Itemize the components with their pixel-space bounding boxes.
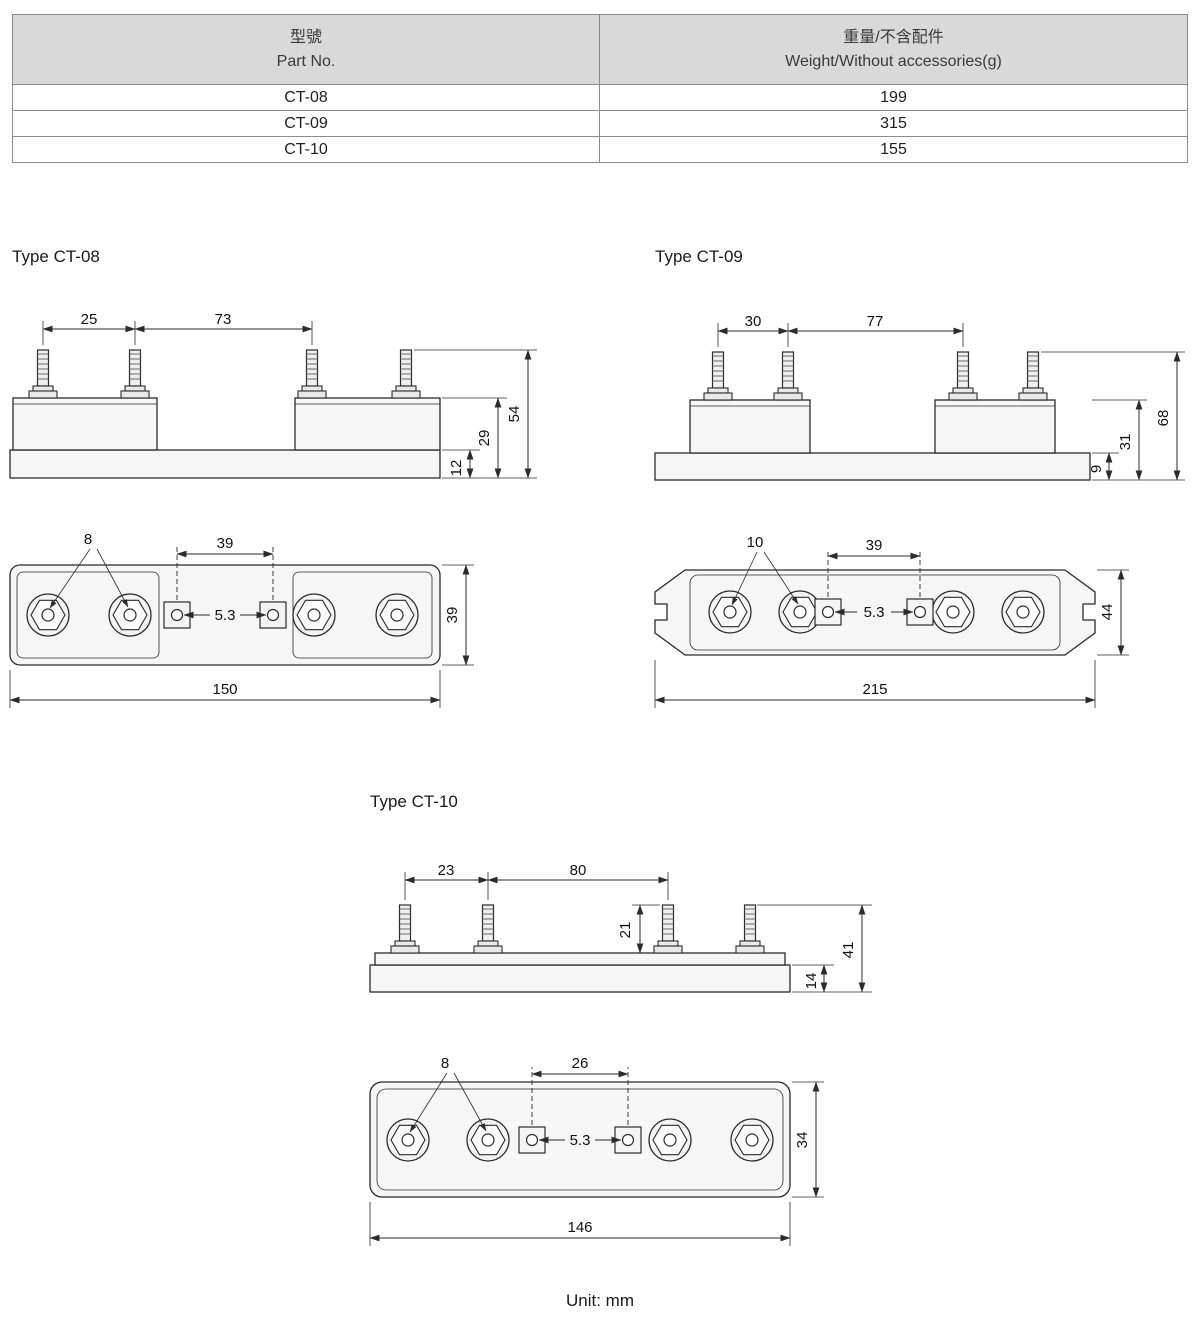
weight-cell: 315: [880, 115, 907, 132]
weight-cell: 199: [880, 89, 907, 106]
hex-bolt-icon: [730, 1118, 774, 1162]
hex-bolt-icon: [108, 593, 152, 637]
part-no-cell: CT-08: [13, 85, 600, 110]
hex-bolt-icon: [708, 590, 752, 634]
stud-icon: [120, 349, 150, 399]
stud-icon: [948, 351, 978, 401]
stud-icon: [735, 904, 765, 954]
stud-icon: [473, 904, 503, 954]
ct10-base: [369, 964, 791, 993]
hex-bolt-icon: [1001, 590, 1045, 634]
ct08-dim-slot-pitch: 39: [217, 535, 234, 552]
unit-label: Unit: mm: [566, 1291, 634, 1310]
ct08-side-view: 25 73 12 29 54: [9, 311, 537, 479]
ct10-dim-h-total: 41: [840, 942, 857, 959]
spec-table: 型號 Part No. 重量/不含配件 Weight/Without acces…: [12, 14, 1188, 163]
stud-icon: [297, 349, 327, 399]
ct09-dim-h-block: 31: [1117, 434, 1134, 451]
ct08-dim-pitch-right: 73: [215, 311, 232, 328]
ct10-dim-hole-dia: 8: [441, 1055, 449, 1072]
ct08-dim-hole-dia: 8: [84, 531, 92, 548]
ct10-dim-slot-dia: 5.3: [570, 1132, 591, 1149]
ct09-left-block: [689, 399, 811, 454]
stud-icon: [703, 351, 733, 401]
ct09-dim-body-length: 215: [862, 681, 887, 698]
header-weight: 重量/不含配件 Weight/Without accessories(g): [600, 15, 1187, 84]
stud-icon: [773, 351, 803, 401]
ct10-dim-body-width: 34: [794, 1132, 811, 1149]
ct10-dim-pitch-right: 80: [570, 862, 587, 879]
ct10-dim-h-base: 14: [803, 973, 820, 990]
ct09-dim-pitch-left: 30: [745, 313, 762, 330]
ct09-dim-body-width: 44: [1099, 604, 1116, 621]
stud-icon: [653, 904, 683, 954]
ct08-dim-pitch-left: 25: [81, 311, 98, 328]
stud-icon: [28, 349, 58, 399]
ct08-right-block: [294, 397, 441, 451]
stud-icon: [391, 349, 421, 399]
ct10-dim-body-length: 146: [567, 1219, 592, 1236]
ct10-dim-stud-height: 21: [617, 922, 634, 939]
ct10-dim-pitch-left: 23: [438, 862, 455, 879]
ct08-left-block: [12, 397, 158, 451]
ct09-base: [654, 452, 1091, 481]
ct09-top-view: 39 10 5.3 44 215: [654, 534, 1129, 708]
ct08-top-view: 39 8 5.3 39 150: [9, 531, 474, 708]
ct08-dim-h-base: 12: [448, 460, 465, 477]
part-no-cell: CT-10: [13, 137, 600, 162]
ct10-top-view: 26 8 5.3 34 146: [369, 1055, 824, 1246]
part-no-cell: CT-09: [13, 111, 600, 136]
table-row: CT-09 315: [13, 110, 1187, 136]
ct08-base: [9, 449, 441, 479]
hex-bolt-icon: [292, 593, 336, 637]
ct09-dim-h-total: 68: [1155, 410, 1172, 427]
title-ct08: Type CT-08: [12, 247, 100, 266]
header-part-zh: 型號: [289, 29, 322, 46]
ct10-strip: [374, 952, 786, 966]
table-header-row: 型號 Part No. 重量/不含配件 Weight/Without acces…: [13, 15, 1187, 84]
ct08-dim-h-block: 29: [476, 430, 493, 447]
stud-icon: [390, 904, 420, 954]
hex-bolt-icon: [26, 593, 70, 637]
header-part-en: Part No.: [276, 53, 336, 70]
header-weight-zh: 重量/不含配件: [843, 29, 944, 46]
hex-bolt-icon: [648, 1118, 692, 1162]
header-weight-en: Weight/Without accessories(g): [785, 53, 1002, 70]
ct08-dim-body-width: 39: [444, 607, 461, 624]
ct10-side-view: 23 80 21 14 41: [369, 862, 872, 993]
table-row: CT-08 199: [13, 84, 1187, 110]
stud-icon: [1018, 351, 1048, 401]
hex-bolt-icon: [931, 590, 975, 634]
ct09-dim-pitch-right: 77: [867, 313, 884, 330]
header-part-no: 型號 Part No.: [13, 15, 600, 84]
ct09-dim-slot-pitch: 39: [866, 537, 883, 554]
ct09-dim-h-base: 9: [1088, 465, 1105, 473]
ct08-body-outline: [9, 564, 441, 666]
weight-cell: 155: [880, 141, 907, 158]
ct09-dim-hole-dia: 10: [747, 534, 764, 551]
hex-bolt-icon: [375, 593, 419, 637]
table-row: CT-10 155: [13, 136, 1187, 162]
ct09-dim-slot-dia: 5.3: [864, 604, 885, 621]
ct08-dim-slot-dia: 5.3: [215, 607, 236, 624]
ct09-body-outline: [654, 569, 1096, 656]
ct08-dim-h-total: 54: [506, 406, 523, 423]
ct10-dim-slot-pitch: 26: [572, 1055, 589, 1072]
ct08-dim-body-length: 150: [212, 681, 237, 698]
hex-bolt-icon: [466, 1118, 510, 1162]
hex-bolt-icon: [386, 1118, 430, 1162]
ct09-right-block: [934, 399, 1056, 454]
ct09-side-view: 30 77 9 31 68: [654, 313, 1185, 481]
title-ct09: Type CT-09: [655, 247, 743, 266]
title-ct10: Type CT-10: [370, 792, 458, 811]
